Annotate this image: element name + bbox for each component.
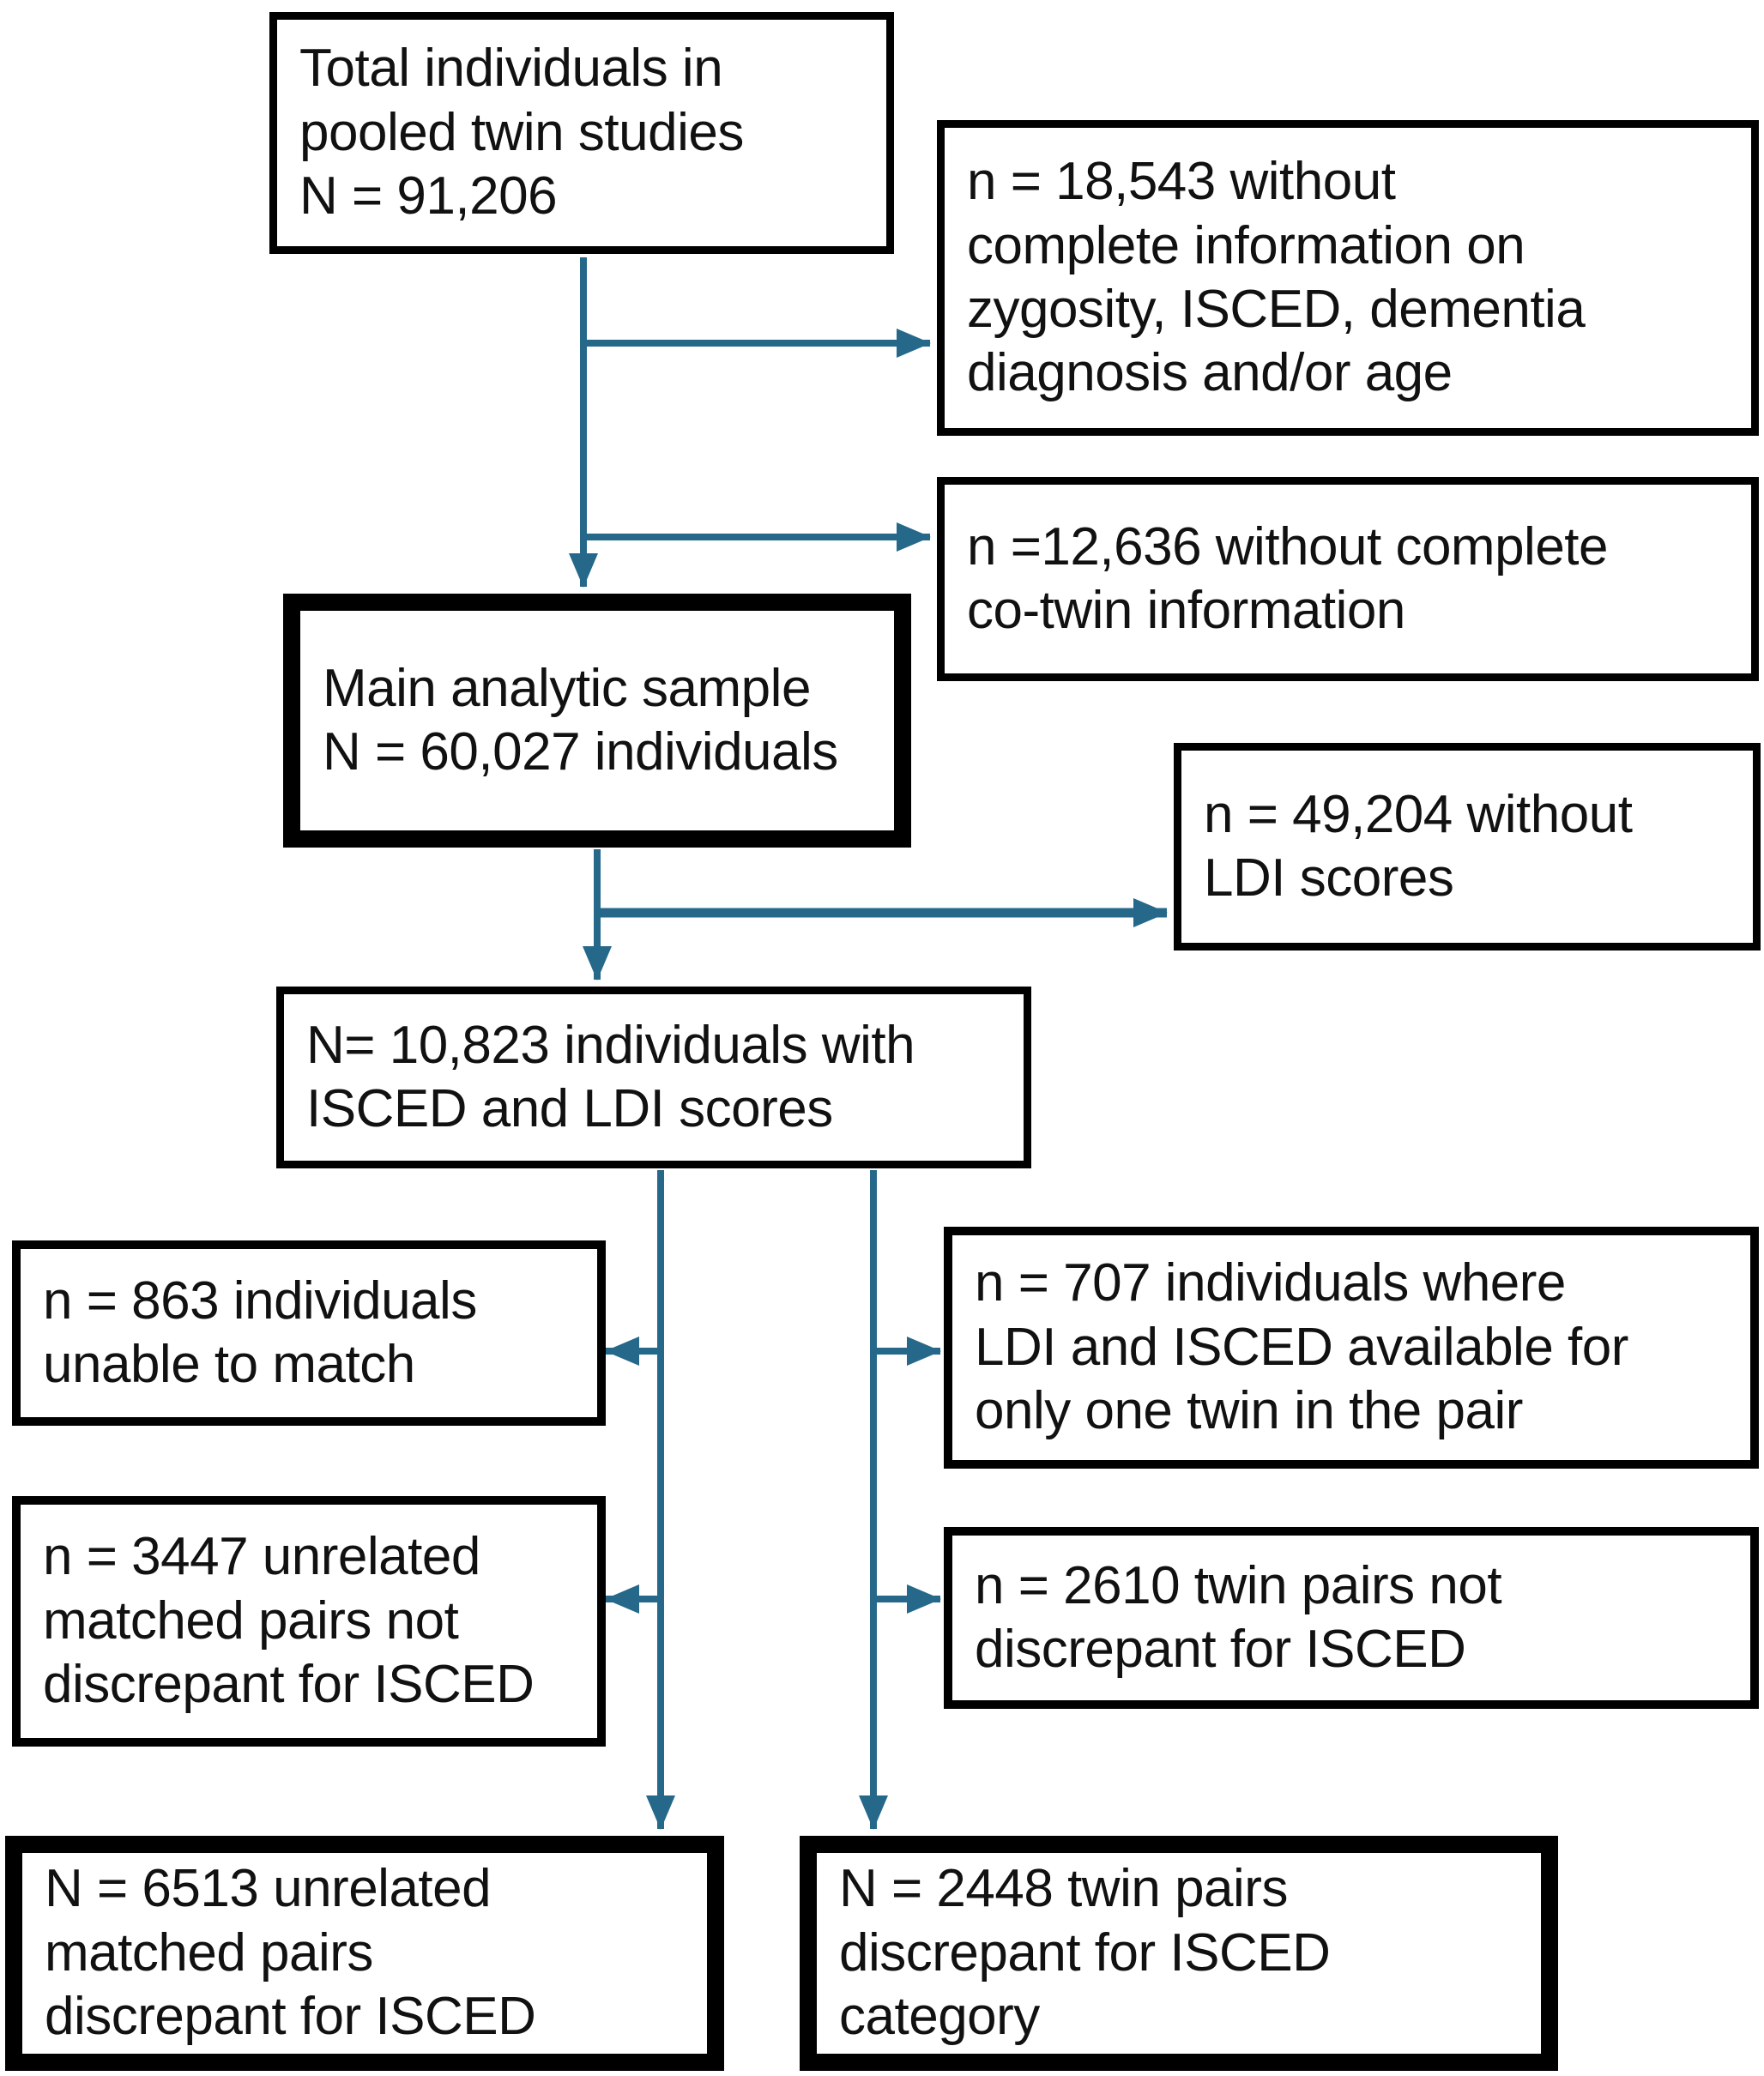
node-final-unrelated-pairs: N = 6513 unrelated matched pairs discrep… xyxy=(5,1836,724,2071)
node-excluded-2610: n = 2610 twin pairs not discrepant for I… xyxy=(944,1527,1759,1709)
node-text: n = 2610 twin pairs not discrepant for I… xyxy=(975,1555,1502,1679)
node-excluded-863: n = 863 individuals unable to match xyxy=(12,1240,606,1426)
node-excluded-3447: n = 3447 unrelated matched pairs not dis… xyxy=(12,1496,606,1747)
node-excluded-12636: n =12,636 without complete co-twin infor… xyxy=(937,477,1759,681)
node-total-individuals: Total individuals in pooled twin studies… xyxy=(269,12,894,254)
node-text: n = 49,204 without LDI scores xyxy=(1204,784,1633,908)
node-final-twin-pairs: N = 2448 twin pairs discrepant for ISCED… xyxy=(800,1836,1558,2071)
node-text: Main analytic sample N = 60,027 individu… xyxy=(323,658,838,782)
node-excluded-707: n = 707 individuals where LDI and ISCED … xyxy=(944,1227,1759,1469)
node-text: N = 6513 unrelated matched pairs discrep… xyxy=(45,1859,536,2047)
node-isced-ldi-sample: N= 10,823 individuals with ISCED and LDI… xyxy=(276,987,1031,1168)
node-text: n = 18,543 without complete information … xyxy=(967,152,1586,403)
node-text: N = 2448 twin pairs discrepant for ISCED… xyxy=(839,1859,1331,2047)
node-text: N= 10,823 individuals with ISCED and LDI… xyxy=(306,1015,915,1138)
node-text: n =12,636 without complete co-twin infor… xyxy=(967,516,1609,640)
node-text: n = 707 individuals where LDI and ISCED … xyxy=(975,1253,1628,1441)
node-excluded-49204: n = 49,204 without LDI scores xyxy=(1174,743,1761,950)
node-text: n = 863 individuals unable to match xyxy=(43,1270,477,1394)
node-text: Total individuals in pooled twin studies… xyxy=(299,39,744,226)
node-text: n = 3447 unrelated matched pairs not dis… xyxy=(43,1527,535,1715)
node-excluded-18543: n = 18,543 without complete information … xyxy=(937,120,1759,436)
node-main-analytic-sample: Main analytic sample N = 60,027 individu… xyxy=(283,594,911,848)
